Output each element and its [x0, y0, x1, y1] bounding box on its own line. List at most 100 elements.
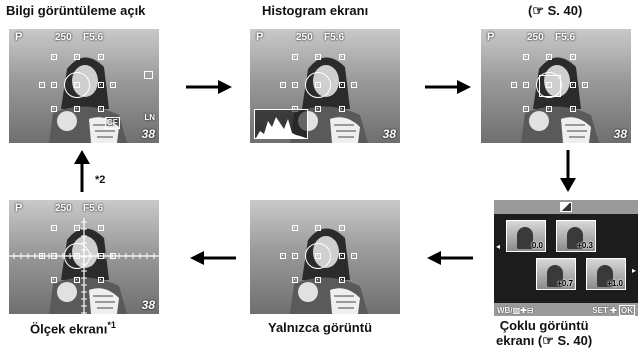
af-target-mark — [570, 54, 576, 60]
af-target-mark — [351, 82, 357, 88]
af-target-mark — [292, 253, 298, 259]
af-target-mark — [51, 106, 57, 112]
caption-scale-text: Ölçek ekranı — [30, 321, 108, 337]
af-target-mark — [51, 277, 57, 283]
screen-multi-view: ◂ ▸ 0.0 +0.3 +0.7 +1.0 WB/▨✚⊟ SET ✚ OK — [494, 200, 638, 316]
af-target-mark — [280, 82, 286, 88]
caption-multi-view: Çoklu görüntü ekranı (☞ S. 40) — [496, 318, 592, 348]
arrow-left-2 — [190, 251, 236, 265]
spot-metering-circle — [536, 72, 562, 98]
spot-metering-circle — [305, 72, 331, 98]
screen-image-only — [250, 200, 400, 314]
arrow-right-1 — [186, 80, 232, 94]
arrow-down — [560, 150, 576, 192]
multi-thumb-2-value: +0.3 — [577, 241, 593, 250]
af-target-mark — [280, 253, 286, 259]
shutter-speed: 250 — [296, 32, 313, 43]
plus-minus-icon: ✚ — [520, 306, 527, 315]
af-target-mark — [51, 82, 57, 88]
af-target-mark — [315, 54, 321, 60]
caption-page-reference-top: (☞ S. 40) — [528, 3, 583, 18]
caption-histogram: Histogram ekranı — [262, 3, 369, 18]
metering-icon — [144, 71, 153, 79]
af-target-mark — [523, 106, 529, 112]
dial-icon: ⊟ — [526, 306, 534, 315]
af-target-mark — [292, 82, 298, 88]
selected-af-frame — [539, 75, 561, 97]
scroll-right-icon: ▸ — [631, 266, 636, 275]
af-target-mark — [339, 277, 345, 283]
af-target-mark — [546, 54, 552, 60]
ok-button-icon: OK — [619, 305, 635, 316]
shutter-speed: 250 — [527, 32, 544, 43]
multi-thumb-4-value: +1.0 — [607, 279, 623, 288]
af-target-mark — [98, 225, 104, 231]
caption-multi-line2: ekranı (☞ S. 40) — [496, 333, 593, 348]
af-target-mark — [292, 225, 298, 231]
af-target-mark — [339, 225, 345, 231]
shutter-speed: 250 — [55, 32, 72, 43]
shutter-speed: 250 — [55, 203, 72, 214]
multi-thumb-1-value: 0.0 — [531, 241, 543, 250]
arrow-right-2 — [425, 80, 471, 94]
spot-metering-circle — [64, 72, 90, 98]
thumb-person-icon — [517, 227, 533, 249]
scale-grid — [9, 218, 159, 314]
af-target-mark — [315, 106, 321, 112]
mode-indicator: P — [256, 31, 264, 43]
af-target-mark — [315, 277, 321, 283]
caption-scale-footnote: *1 — [107, 320, 116, 330]
thumb-person-icon — [547, 265, 563, 287]
frame-counter: 38 — [613, 127, 627, 141]
set-label: SET — [592, 306, 608, 315]
af-target-mark — [582, 82, 588, 88]
spot-metering-circle — [305, 243, 331, 269]
mode-indicator: P — [15, 31, 23, 43]
af-target-mark — [98, 82, 104, 88]
af-target-mark — [74, 277, 80, 283]
exposure-compensation-icon — [560, 202, 572, 212]
plus-icon: ✚ — [607, 306, 619, 315]
aperture-value: F5.6 — [83, 32, 104, 43]
multi-thumb-2: +0.3 — [556, 220, 596, 252]
multi-thumb-4: +1.0 — [586, 258, 626, 290]
mode-indicator: P — [487, 31, 495, 43]
caption-multi-line1: Çoklu görüntü — [499, 318, 589, 333]
arrow-left-1 — [427, 251, 473, 265]
arrow-note: *2 — [95, 174, 106, 186]
multi-thumb-1: 0.0 — [506, 220, 546, 252]
thumb-person-icon — [597, 265, 613, 287]
wb-label: WB/ — [497, 306, 513, 315]
thumb-person-icon — [567, 227, 583, 249]
caption-info-display-on: Bilgi görüntüleme açık — [6, 3, 146, 18]
af-target-mark — [339, 82, 345, 88]
af-target-mark — [98, 277, 104, 283]
arrow-up — [74, 150, 90, 192]
af-target-mark — [74, 54, 80, 60]
af-target-mark — [570, 106, 576, 112]
caption-scale-display: Ölçek ekranı*1 — [30, 320, 116, 336]
af-target-mark — [511, 82, 517, 88]
aperture-value: F5.6 — [324, 32, 345, 43]
af-target-mark — [339, 253, 345, 259]
af-target-mark — [292, 54, 298, 60]
record-quality-icon: LN — [144, 113, 155, 122]
af-target-mark — [570, 82, 576, 88]
cf-card-icon: CF — [105, 117, 120, 129]
af-target-mark — [523, 82, 529, 88]
multi-thumb-3-value: +0.7 — [557, 279, 573, 288]
exposure-small-icon: ▨ — [512, 306, 521, 315]
af-target-mark — [339, 54, 345, 60]
multi-thumb-3: +0.7 — [536, 258, 576, 290]
af-target-mark — [51, 54, 57, 60]
aperture-value: F5.6 — [83, 203, 104, 214]
af-target-mark — [110, 82, 116, 88]
af-target-mark — [74, 106, 80, 112]
frame-counter: 38 — [141, 127, 155, 141]
af-target-mark — [292, 277, 298, 283]
multi-footer-bar — [494, 303, 638, 316]
af-target-mark — [546, 106, 552, 112]
